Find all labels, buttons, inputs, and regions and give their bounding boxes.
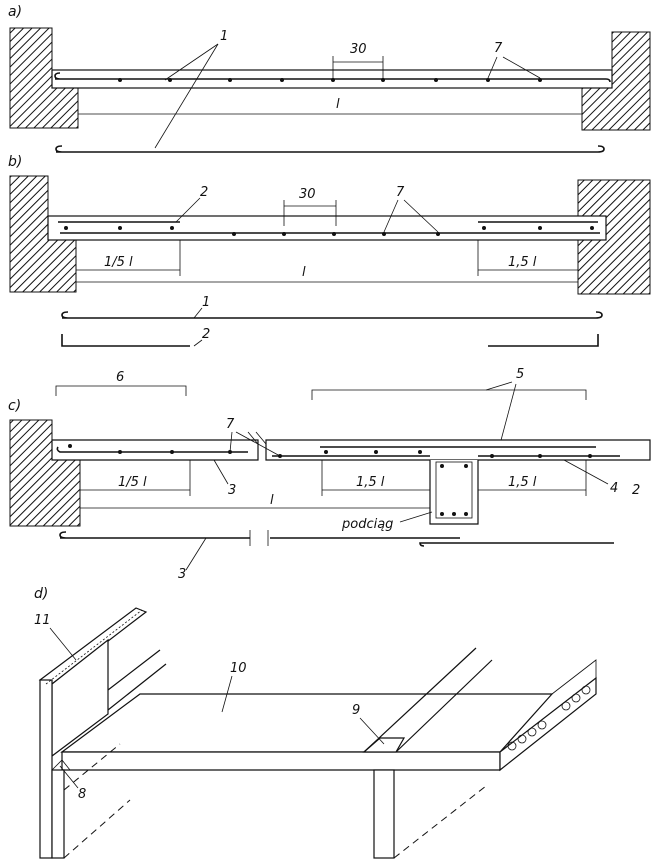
callout-1-b: 1 — [202, 295, 210, 310]
callout-7-a: 7 — [494, 41, 503, 56]
slab-b — [47, 215, 607, 241]
bar-1-detail-a — [55, 145, 605, 153]
beam-podciag — [429, 460, 479, 525]
callout-3-c-detail: 3 — [178, 567, 186, 582]
bar-2-detail-c — [419, 542, 614, 547]
column-mid — [373, 769, 395, 859]
callout-4-c: 4 — [610, 481, 618, 496]
slab-back-edge — [551, 659, 597, 695]
slab-c-left — [51, 439, 259, 461]
section-label-c: c) — [8, 398, 21, 414]
back-beam — [107, 649, 167, 711]
beam-stirrup — [435, 461, 473, 519]
callout-2-c: 2 — [632, 483, 640, 498]
callout-11-d: 11 — [34, 613, 51, 628]
joint-9 — [362, 737, 406, 753]
callout-10-d: 10 — [230, 661, 247, 676]
callout-5-c: 5 — [516, 367, 524, 382]
callout-6-c: 6 — [116, 370, 124, 385]
bar-3-detail-c — [59, 531, 460, 539]
rebar-dots-b — [64, 226, 594, 236]
callout-3-c: 3 — [228, 483, 236, 498]
column-left — [51, 769, 65, 859]
rebar-dots-a — [118, 78, 542, 82]
callout-9-d: 9 — [352, 703, 360, 718]
panel-a: a) l 30 1 7 — [8, 4, 651, 153]
one-half-span-label-b: 1,5 l — [508, 255, 537, 270]
bracket-6 — [55, 385, 187, 396]
fifth-span-label-c: 1/5 l — [118, 475, 147, 490]
section-label-d: d) — [34, 586, 48, 602]
callout-7-c: 7 — [226, 417, 235, 432]
cross-beam-9 — [363, 647, 493, 753]
slab-c-right — [265, 439, 651, 461]
bracket-5 — [311, 389, 587, 400]
callout-2-b: 2 — [200, 185, 208, 200]
span-label-c: l — [270, 493, 274, 508]
bar-2-detail-b-right — [488, 334, 599, 347]
left-wall-c — [9, 419, 81, 527]
main-bar-c-left — [56, 446, 248, 453]
slab-front-edge — [61, 751, 501, 771]
bar-1-detail-b — [61, 311, 603, 319]
main-bar-a — [54, 72, 611, 83]
one-half-span-label-c-left: 1,5 l — [356, 475, 385, 490]
callout-1-a: 1 — [220, 29, 228, 44]
wall-post-left — [39, 679, 53, 859]
callout-2-b-detail: 2 — [202, 327, 210, 342]
fifth-span-label-b: 1/5 l — [104, 255, 133, 270]
hollow-core-openings — [507, 685, 591, 751]
span-label-a: l — [336, 97, 340, 112]
spacing-label-a: 30 — [350, 42, 367, 57]
section-label-a: a) — [8, 4, 22, 20]
one-half-span-label-c-right: 1,5 l — [508, 475, 537, 490]
span-label-b: l — [302, 265, 306, 280]
panel-b: b) 30 2 7 1/5 l 1,5 l l 1 — [8, 154, 651, 347]
hidden-line-right — [393, 785, 487, 859]
bar-2-detail-b-left — [61, 334, 190, 347]
panel-c: 6 5 c) 7 3 4 2 — [8, 367, 651, 582]
right-wall-b — [577, 179, 651, 295]
section-label-b: b) — [8, 154, 22, 170]
callout-8-d: 8 — [78, 787, 86, 802]
panel-d: d) 11 10 9 8 — [34, 586, 597, 859]
spacing-label-b: 30 — [299, 187, 316, 202]
floor-slab-10 — [60, 693, 554, 753]
beam-label: podciąg — [341, 517, 393, 532]
callout-7-b: 7 — [396, 185, 405, 200]
